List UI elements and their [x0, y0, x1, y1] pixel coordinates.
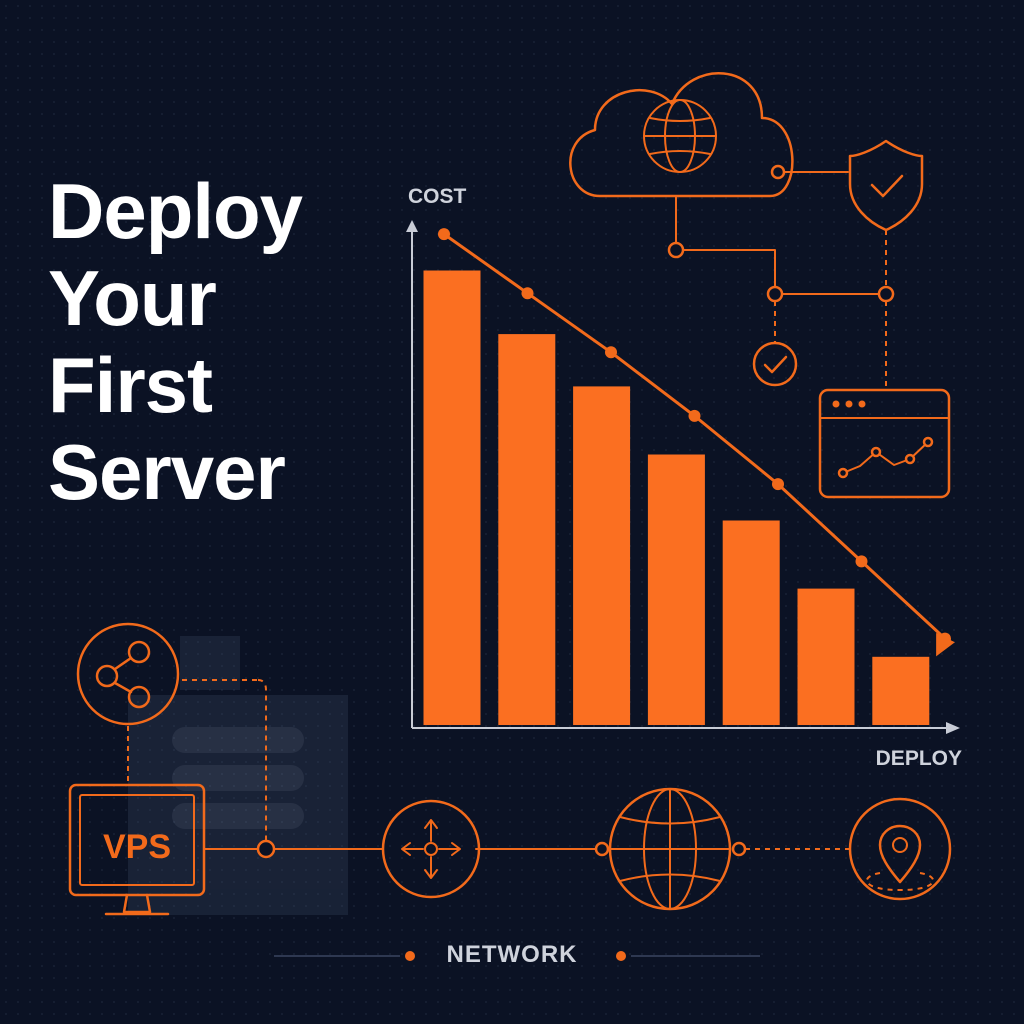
cloud-globe-icon: [569, 72, 794, 198]
check-circle-icon: [752, 341, 798, 387]
network-line: [203, 839, 850, 859]
bar-1: [423, 270, 481, 725]
footer-label: NETWORK: [446, 941, 578, 968]
y-axis-label: COST: [408, 185, 467, 208]
trend-line: [443, 232, 955, 657]
chart: COST DEPLOY: [406, 185, 962, 770]
location-pin-icon: [848, 797, 952, 901]
title-line-1: Deploy: [48, 167, 303, 255]
shield-check-icon: [848, 139, 924, 232]
title-line-4: Server: [48, 428, 286, 516]
x-axis-arrowhead: [946, 722, 960, 734]
bar-5: [722, 520, 780, 725]
x-axis-label: DEPLOY: [876, 747, 962, 770]
vps-label: VPS: [103, 828, 171, 866]
globe-icon: [608, 787, 732, 911]
bar-6: [797, 588, 855, 725]
page-title: Deploy Your First Server: [48, 167, 303, 516]
bar-4: [647, 454, 705, 725]
y-axis-arrowhead: [406, 220, 418, 232]
trend-point-2: [521, 287, 534, 300]
share-icon: [76, 622, 180, 726]
trend-point-1: [438, 228, 450, 241]
bar-series: [423, 270, 930, 725]
trend-point-4: [688, 409, 701, 422]
bar-2: [498, 334, 556, 725]
title-line-2: Your: [48, 254, 217, 342]
footer-divider: [274, 951, 760, 961]
server-stack-icon: [128, 636, 348, 915]
vps-monitor-icon: VPS: [68, 783, 206, 916]
bar-7: [872, 656, 930, 725]
trend-point-3: [605, 346, 617, 359]
router-arrows-icon: [381, 799, 481, 899]
dashboard-window-icon: [818, 388, 951, 499]
bar-3: [573, 386, 631, 725]
cloud-connectors: [667, 164, 895, 390]
trend-point-6: [855, 555, 868, 568]
trend-series: [438, 228, 955, 657]
title-line-3: First: [48, 341, 213, 429]
trend-point-7: [939, 632, 951, 645]
trend-point-5: [772, 478, 784, 491]
